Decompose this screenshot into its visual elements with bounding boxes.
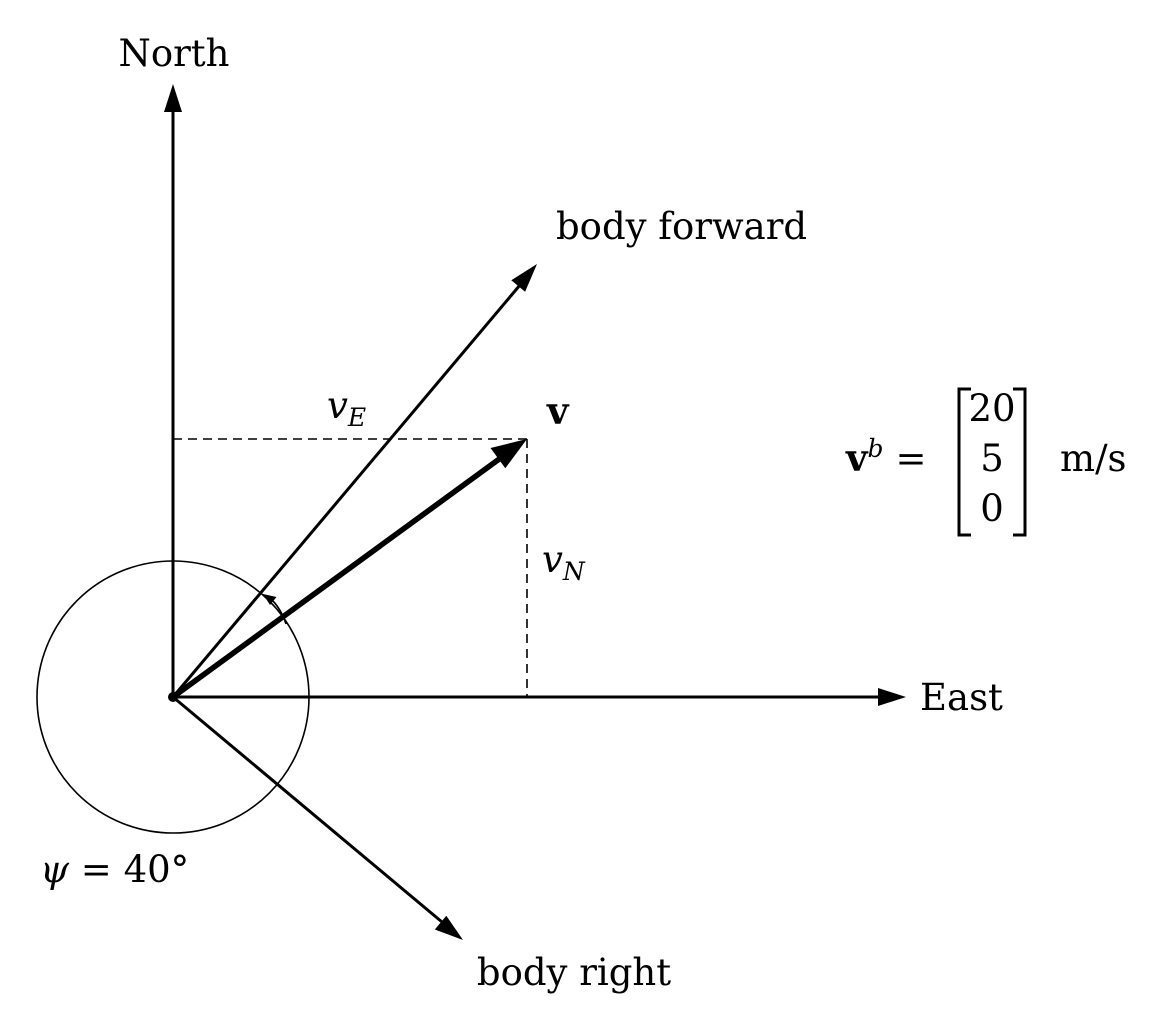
body-velocity-equals: = [896,437,927,480]
east-arrowhead [878,688,906,706]
matrix-entry-1: 20 [968,387,1015,430]
velocity-vector [171,454,504,700]
angle-arc-arrowhead [263,594,277,605]
body-forward-label: body forward [556,205,807,248]
v-north-subscript: N [562,557,586,586]
origin-dot [168,692,178,702]
body-velocity-symbol: v [845,436,869,480]
north-arrowhead [164,84,182,112]
velocity-arrowhead [490,439,527,469]
body-right-axis [172,695,443,924]
matrix-right-bracket [1013,387,1027,537]
v-east-label: vE [327,384,366,432]
north-label: North [118,32,229,75]
matrix-entry-2: 5 [980,437,1004,480]
v-north-label: vN [542,538,586,586]
v-east-symbol: v [327,384,348,427]
body-velocity-label: vb = [845,434,927,480]
heading-label: ψ = 40° [40,848,189,891]
angle-arc [271,599,287,625]
body-right-label: body right [477,951,671,994]
v-north-symbol: v [542,538,563,581]
v-east-subscript: E [347,403,366,432]
matrix-entry-3: 0 [980,487,1004,530]
body-right-arrowhead [434,915,463,940]
body-forward-axis [171,284,522,698]
body-forward-arrowhead [511,264,537,292]
east-label: East [920,676,1003,719]
heading-value: 40° [124,848,190,891]
heading-equals: = [81,848,112,891]
velocity-label: v [546,389,570,433]
heading-symbol: ψ [40,848,70,891]
matrix-left-bracket [957,387,971,537]
body-velocity-superscript: b [868,434,884,463]
unit-label: m/s [1060,437,1127,480]
